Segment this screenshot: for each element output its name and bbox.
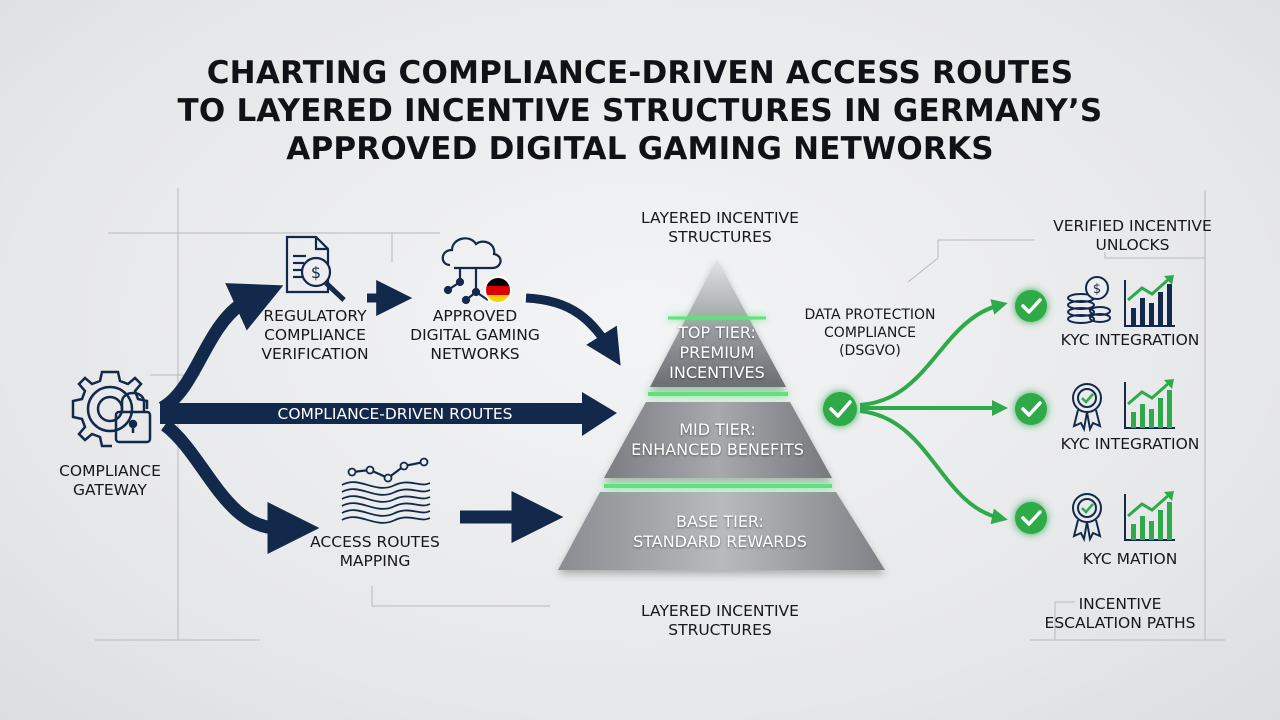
route-map-icon: [341, 457, 431, 524]
tier-glow-lines: [604, 316, 832, 488]
base-tier-line-2: STANDARD REWARDS: [633, 532, 807, 551]
checkmark-icon: [1015, 393, 1047, 425]
data-protection-label: DATA PROTECTION COMPLIANCE (DSGVO): [790, 306, 950, 360]
approved-label-line-2: DIGITAL GAMING: [410, 326, 540, 344]
regulatory-label-line-3: VERIFICATION: [261, 345, 369, 363]
base-tier-label: BASE TIER: STANDARD REWARDS: [600, 512, 840, 552]
compliance-routes-arrow: [160, 392, 617, 436]
top-tier-line-2: PREMIUM: [679, 343, 755, 362]
award-badge-icon: [1072, 493, 1102, 543]
pyramid-footer-line-2: STRUCTURES: [668, 621, 772, 639]
award-badge-icon: [1072, 383, 1102, 433]
base-tier-line-1: BASE TIER:: [676, 512, 764, 531]
checkmark-icon: [1015, 290, 1047, 322]
row3-label: KYC MATION: [1082, 550, 1178, 568]
checkmark-icon: [1015, 502, 1047, 534]
regulatory-verification-label: REGULATORY COMPLIANCE VERIFICATION: [240, 307, 390, 364]
regulatory-label-line-2: COMPLIANCE: [264, 326, 366, 344]
checkmark-icon: [823, 392, 857, 426]
approved-label-line-1: APPROVED: [432, 307, 518, 325]
gateway-label-line-1: COMPLIANCE: [59, 462, 161, 480]
title-line-1: CHARTING COMPLIANCE-DRIVEN ACCESS ROUTES: [206, 55, 1074, 91]
esc-line-2: ESCALATION PATHS: [1044, 614, 1196, 632]
approved-label-line-3: NETWORKS: [430, 345, 520, 363]
pyramid-top-tier: [650, 259, 786, 387]
mid-tier-line-2: ENHANCED BENEFITS: [631, 440, 804, 459]
pyramid: [558, 259, 885, 570]
arrow-approved-to-pyramid: [525, 293, 621, 366]
compliance-gateway-label: COMPLIANCE GATEWAY: [40, 462, 180, 500]
row1-label: KYC INTEGRATION: [1060, 331, 1200, 349]
gear-lock-icon: [71, 370, 152, 448]
svg-text:$: $: [1093, 282, 1101, 297]
mid-tier-line-1: MID TIER:: [679, 420, 756, 439]
pyramid-header-label: LAYERED INCENTIVE STRUCTURES: [610, 209, 830, 247]
germany-flag-icon: [484, 276, 512, 304]
document-magnifier-icon: $: [285, 235, 346, 302]
gateway-label-line-2: GATEWAY: [72, 481, 148, 499]
mid-tier-label: MID TIER: ENHANCED BENEFITS: [610, 420, 825, 460]
compliance-routes-label: COMPLIANCE-DRIVEN ROUTES: [277, 405, 513, 423]
mapping-label-line-1: ACCESS ROUTES: [310, 533, 440, 551]
growth-chart-icon: [1124, 491, 1175, 541]
top-tier-line-3: INCENTIVES: [669, 363, 765, 382]
arrow-gateway-to-regulatory: [158, 283, 284, 414]
title-line-2: TO LAYERED INCENTIVE STRUCTURES IN GERMA…: [177, 93, 1103, 129]
approved-networks-label: APPROVED DIGITAL GAMING NETWORKS: [400, 307, 550, 364]
unlocks-line-1: VERIFIED INCENTIVE: [1053, 217, 1212, 235]
growth-chart-icon: [1124, 379, 1175, 429]
pyramid-mid-tier: [604, 402, 832, 478]
arrow-gateway-to-mapping: [160, 419, 320, 554]
top-tier-line-1: TOP TIER:: [678, 323, 756, 342]
svg-text:$: $: [311, 263, 321, 282]
escalation-paths-label: INCENTIVE ESCALATION PATHS: [1040, 595, 1200, 633]
mapping-label-line-2: MAPPING: [339, 552, 411, 570]
dp-line-1: DATA PROTECTION: [804, 307, 936, 323]
navy-arrows: [158, 280, 621, 554]
top-tier-label: TOP TIER: PREMIUM INCENTIVES: [642, 323, 792, 383]
access-routes-mapping-label: ACCESS ROUTES MAPPING: [300, 533, 450, 571]
dp-line-2: COMPLIANCE: [824, 325, 916, 341]
check-circles: [823, 290, 1047, 534]
pyramid-footer-line-1: LAYERED INCENTIVE: [641, 602, 799, 620]
title-line-3: APPROVED DIGITAL GAMING NETWORKS: [286, 131, 994, 167]
esc-line-1: INCENTIVE: [1078, 595, 1162, 613]
coin-stack-icon: $: [1067, 276, 1111, 324]
pyramid-header-line-2: STRUCTURES: [668, 228, 772, 246]
guide-lines: [95, 188, 1225, 641]
cloud-network-icon: [441, 237, 502, 305]
pyramid-footer-label: LAYERED INCENTIVE STRUCTURES: [610, 602, 830, 640]
green-arrows: [859, 299, 1008, 525]
pyramid-base-tier: [558, 492, 885, 570]
growth-chart-icon: [1124, 275, 1175, 327]
row2-label: KYC INTEGRATION: [1060, 435, 1200, 453]
unlocks-line-2: UNLOCKS: [1095, 236, 1170, 254]
pyramid-header-line-1: LAYERED INCENTIVE: [641, 209, 799, 227]
dp-line-3: (DSGVO): [839, 343, 901, 359]
page-title: CHARTING COMPLIANCE-DRIVEN ACCESS ROUTES…: [0, 54, 1280, 168]
verified-unlocks-label: VERIFIED INCENTIVE UNLOCKS: [1035, 217, 1230, 255]
regulatory-label-line-1: REGULATORY: [263, 307, 367, 325]
